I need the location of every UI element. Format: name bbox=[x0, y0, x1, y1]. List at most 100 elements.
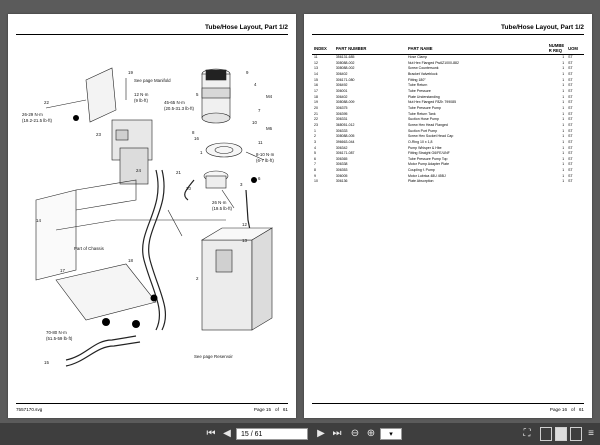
callout-number: 15 bbox=[44, 360, 49, 365]
viewer-toolbar: ⏮ ◀ 15 / 61 ▶ ⏭ ⊖ ⊕ ▾ ⛶ ≡ bbox=[0, 423, 600, 445]
page-number-input[interactable]: 15 / 61 bbox=[236, 428, 308, 440]
cell-number-req: 1 bbox=[562, 83, 565, 88]
cell-part-name: Hose Clamp bbox=[407, 55, 428, 59]
cell-part-number: 306333 bbox=[335, 128, 348, 133]
footer-filename: 7557170.svg bbox=[16, 407, 43, 412]
chassis-callout: Part of Chassis bbox=[74, 246, 104, 251]
cell-part-name: Motor Lubrica 48U 45BJ bbox=[407, 173, 446, 178]
zoom-select[interactable]: ▾ bbox=[380, 428, 402, 440]
cell-number-req: 1 bbox=[562, 111, 565, 116]
thread-label: M4 bbox=[266, 94, 273, 99]
callout-number: 12 bbox=[242, 222, 247, 227]
callout-number: 2 bbox=[196, 276, 199, 281]
cell-number-req: 1 bbox=[562, 168, 565, 173]
cell-part-name: Pump Whisper & Hbe bbox=[407, 145, 442, 150]
cell-uom: ST bbox=[568, 105, 573, 110]
cell-part-name: Tube Return Tank bbox=[407, 111, 436, 116]
cell-index: 8 bbox=[314, 168, 316, 173]
cell-index: 4 bbox=[314, 145, 316, 150]
cell-uom: ST bbox=[568, 168, 573, 173]
cell-part-name: Screw Hex Socket Head Cap bbox=[407, 134, 454, 139]
cell-part-number: 308088-009 bbox=[335, 100, 355, 105]
cell-part-name: Tube Pressure bbox=[407, 88, 431, 93]
cell-part-name: Fitting Straight G6/FE/UNF bbox=[407, 151, 450, 156]
cell-part-number: 306331 bbox=[335, 117, 348, 122]
grid-view-icon[interactable] bbox=[570, 427, 582, 441]
title-rule bbox=[16, 34, 288, 35]
cell-index: 6 bbox=[314, 156, 316, 161]
callout-number: 21 bbox=[176, 170, 181, 175]
cell-part-name: Screw Countersunk bbox=[407, 66, 439, 71]
cell-part-name: Tube Pressure Pump bbox=[407, 105, 441, 110]
first-page-button[interactable]: ⏮ bbox=[206, 428, 216, 439]
menu-icon[interactable]: ≡ bbox=[588, 428, 594, 439]
cell-part-name: Tube Pressure Pump Top bbox=[407, 156, 448, 161]
footer-rule bbox=[16, 403, 288, 404]
next-page-button[interactable]: ▶ bbox=[317, 428, 325, 439]
callout-number: 20 bbox=[186, 186, 191, 191]
prev-page-button[interactable]: ◀ bbox=[223, 428, 231, 439]
cell-number-req: 1 bbox=[562, 100, 565, 105]
cell-number-req: 1 bbox=[562, 94, 565, 99]
torque-label: (6-7 lb·ft) bbox=[256, 158, 274, 163]
cell-part-number: 356131-685 bbox=[335, 55, 355, 59]
cell-part-number: 306375 bbox=[335, 105, 348, 110]
cell-uom: ST bbox=[568, 55, 573, 59]
cell-number-req: 1 bbox=[562, 55, 565, 59]
cell-index: 10 bbox=[314, 179, 318, 184]
zoom-in-icon[interactable]: ⊕ bbox=[366, 428, 376, 439]
fullscreen-icon[interactable]: ⛶ bbox=[523, 428, 531, 439]
cell-number-req: 1 bbox=[562, 179, 565, 184]
cell-uom: ST bbox=[568, 117, 573, 122]
cell-index: 21 bbox=[314, 111, 318, 116]
callout-number: 7 bbox=[258, 108, 261, 113]
zoom-out-icon[interactable]: ⊖ bbox=[350, 428, 360, 439]
cell-uom: ST bbox=[568, 134, 573, 139]
col-index: INDEX bbox=[312, 42, 334, 55]
callout-number: 3 bbox=[240, 182, 243, 187]
cell-number-req: 1 bbox=[562, 60, 565, 65]
cell-part-name: Suction Hose Pump bbox=[407, 117, 439, 122]
cell-index: 12 bbox=[314, 60, 318, 65]
cell-uom: ST bbox=[568, 66, 573, 71]
footer-total: 61 bbox=[282, 407, 288, 412]
last-page-button[interactable]: ⏭ bbox=[332, 428, 342, 439]
cell-number-req: 1 bbox=[562, 122, 565, 127]
cell-part-name: Plate Understanding bbox=[407, 94, 440, 99]
torque-label: 45-65 N·m bbox=[164, 100, 185, 105]
right-page: Tube/Hose Layout, Part 1/2 INDEX PART NU… bbox=[304, 14, 592, 418]
callout-number: 11 bbox=[258, 140, 263, 145]
cell-index: 18 bbox=[314, 94, 318, 99]
cell-number-req: 1 bbox=[562, 162, 565, 167]
cell-part-number: 308088-002 bbox=[335, 60, 355, 65]
footer-of: of bbox=[275, 407, 279, 412]
cell-number-req: 1 bbox=[562, 117, 565, 122]
cell-number-req: 1 bbox=[562, 173, 565, 178]
right-page-title: Tube/Hose Layout, Part 1/2 bbox=[501, 24, 584, 31]
cell-part-name: Suction Port Pump bbox=[407, 128, 438, 133]
callout-number: 24 bbox=[136, 168, 141, 173]
footer-rule bbox=[312, 403, 584, 404]
callout-number: 8 bbox=[192, 130, 195, 135]
callout-number: 10 bbox=[252, 120, 257, 125]
cell-part-name: Plate Absorption bbox=[407, 179, 434, 184]
cell-uom: ST bbox=[568, 173, 573, 178]
cell-uom: ST bbox=[568, 139, 573, 144]
thread-label: M6 bbox=[266, 126, 273, 131]
cell-uom: ST bbox=[568, 151, 573, 156]
cell-part-number: 306353 bbox=[335, 168, 348, 173]
single-page-icon[interactable] bbox=[540, 427, 552, 441]
cell-uom: ST bbox=[568, 94, 573, 99]
cell-uom: ST bbox=[568, 179, 573, 184]
two-page-icon[interactable] bbox=[555, 427, 567, 441]
cell-part-number: 306171-087 bbox=[335, 151, 355, 156]
cell-part-number: 306005 bbox=[335, 173, 348, 178]
col-uom: UOM bbox=[566, 42, 584, 55]
cell-uom: ST bbox=[568, 88, 573, 93]
